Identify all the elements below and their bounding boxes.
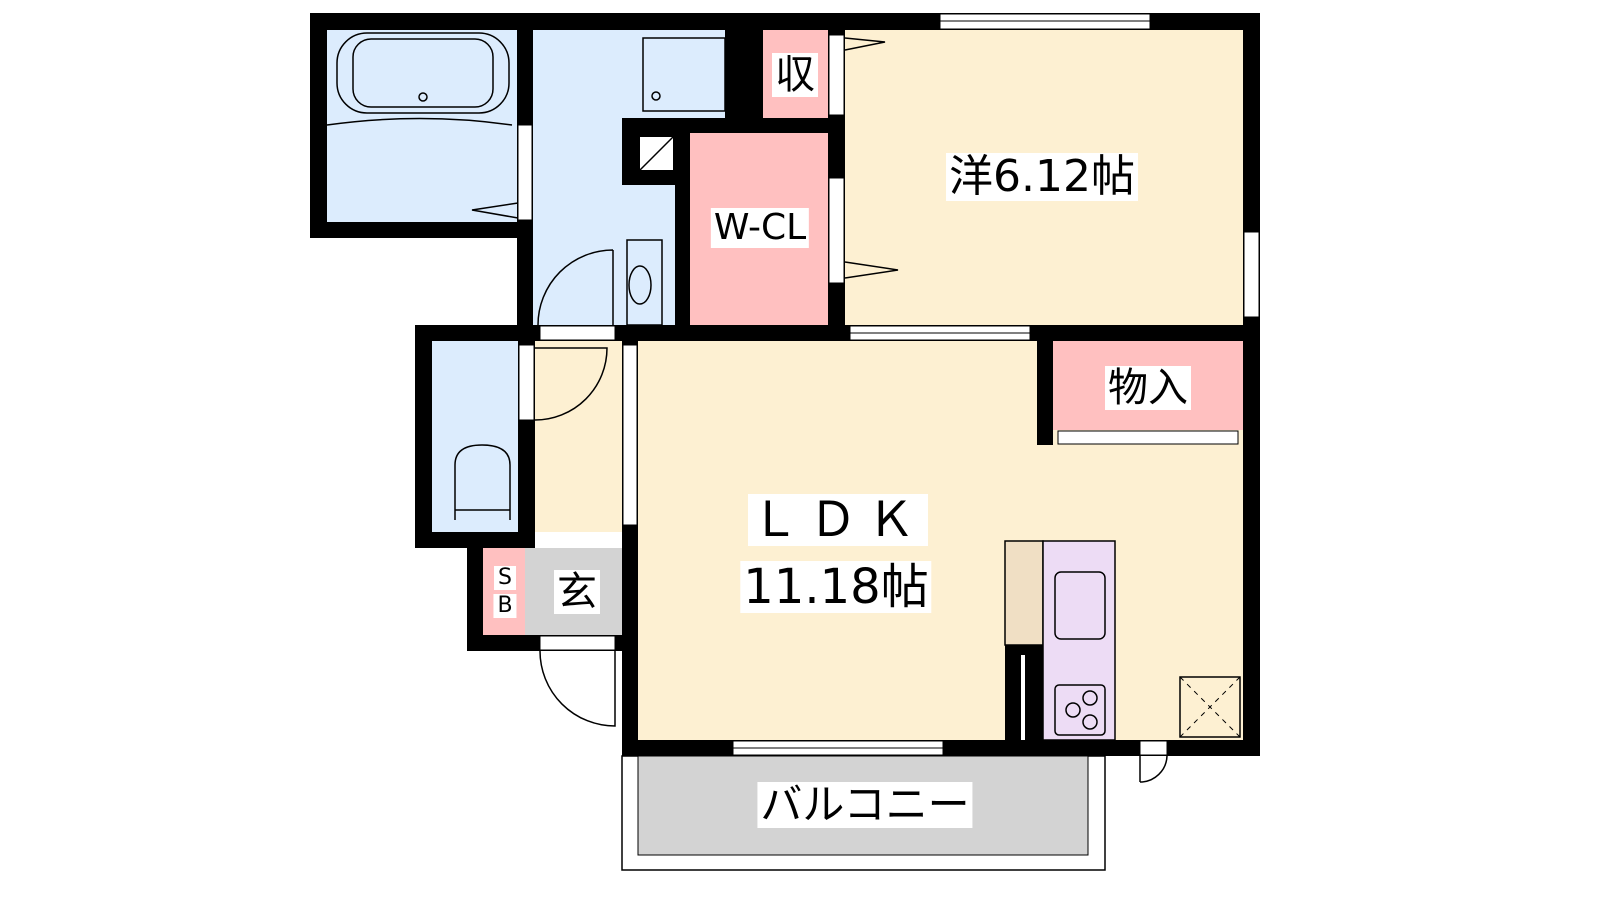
label-storage: 収 [772, 53, 818, 97]
label-walk-in-closet: W-CL [710, 208, 810, 248]
door-washroom [539, 325, 616, 341]
shoe-box [483, 548, 525, 635]
label-closet: 物入 [1105, 366, 1191, 410]
bathroom [327, 30, 517, 222]
openings [517, 13, 1260, 756]
label-balcony: バルコニー [757, 782, 973, 828]
toilet-room [432, 341, 518, 532]
label-western-room: 洋6.12帖 [946, 153, 1138, 201]
window-closet [1057, 430, 1239, 445]
label-ldk: ＬＤＫ [747, 494, 929, 546]
label-entrance: 玄 [554, 570, 600, 614]
door-storage [828, 34, 845, 116]
label-ldk-size: 11.18帖 [740, 561, 932, 613]
door-toilet [518, 344, 535, 421]
door-kitchen [1139, 740, 1168, 756]
label-shoe-box-b: B [493, 594, 517, 618]
toilet-fixture [454, 444, 511, 520]
sliding-door-ldk [622, 344, 638, 526]
label-shoe-box-s: S [494, 566, 516, 590]
door-bath [517, 124, 533, 221]
hallway [535, 341, 622, 532]
door-swings [471, 37, 1168, 783]
door-wcl [828, 177, 845, 284]
door-front [539, 635, 616, 651]
ventilation-fan [1179, 676, 1241, 738]
bathtub [326, 32, 513, 126]
window-right [1243, 231, 1260, 318]
